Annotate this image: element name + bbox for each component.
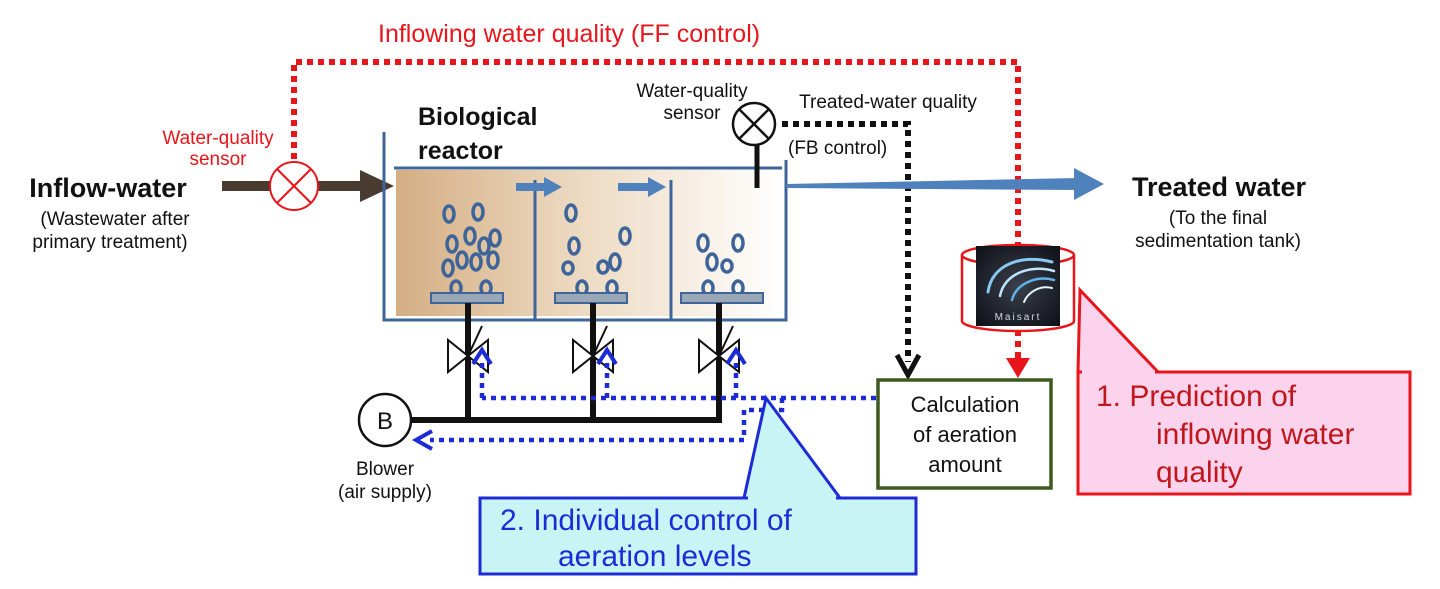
inflow-water-sub-2: primary treatment) — [32, 232, 187, 253]
maisart-database-icon: Maisart — [960, 243, 1076, 333]
blower-label-2: (air supply) — [338, 482, 432, 503]
blower-letter: B — [377, 408, 393, 435]
maisart-logo-text: Maisart — [995, 312, 1042, 323]
callout-prediction-line-2: inflowing water — [1156, 418, 1354, 451]
treated-quality-label-2: (FB control) — [788, 138, 887, 159]
callout-prediction-line-1: 1. Prediction of — [1096, 380, 1297, 413]
callout-individual-control-line-1: 2. Individual control of — [500, 504, 793, 537]
internal-flow-arrows — [516, 177, 666, 197]
ff-control-label: Inflowing water quality (FF control) — [378, 20, 760, 48]
treated-water-sub-2: sedimentation tank) — [1135, 231, 1301, 252]
callout-individual-control-line-2: aeration levels — [558, 540, 751, 573]
treated-water-sub-1: (To the final — [1169, 208, 1267, 229]
inflow-arrow-head — [360, 170, 394, 202]
left-water-quality-sensor-icon — [269, 161, 319, 211]
aeration-bubbles — [441, 202, 745, 297]
individual-control-lines — [430, 360, 876, 443]
right-water-quality-sensor-icon — [731, 101, 777, 147]
ff-arrow-head — [1006, 358, 1030, 378]
inflow-water-sub-1: (Wastewater after — [40, 209, 190, 230]
callout-individual-control — [478, 394, 918, 576]
blower-label-1: Blower — [356, 459, 415, 480]
ff-control-line — [291, 59, 1030, 378]
reactor-label-2: reactor — [418, 137, 503, 165]
individual-control-arrow-heads — [411, 346, 747, 451]
callout-prediction — [1076, 286, 1412, 496]
calculation-label-3: amount — [928, 452, 1001, 477]
callout-prediction-line-3: quality — [1156, 456, 1243, 489]
calculation-label-2: of aeration — [913, 422, 1017, 447]
inflow-water-title: Inflow-water — [29, 173, 187, 203]
fb-control-line — [782, 121, 922, 381]
right-sensor-label-1: Water-quality — [636, 81, 748, 102]
treated-water-title: Treated water — [1132, 172, 1307, 202]
right-sensor-label-2: sensor — [663, 103, 721, 124]
treated-quality-label-1: Treated-water quality — [799, 92, 977, 113]
reactor-label-1: Biological — [418, 103, 537, 131]
fb-arrow-head — [894, 353, 922, 381]
treated-water-outflow — [786, 168, 1104, 200]
left-sensor-label-2: sensor — [189, 149, 247, 170]
calculation-label-1: Calculation — [911, 392, 1020, 417]
blower-icon — [357, 392, 413, 448]
inflow-pipe — [222, 170, 394, 202]
air-supply-pipes — [410, 303, 722, 423]
left-sensor-label-1: Water-quality — [162, 128, 274, 149]
reactor-tank-walls — [382, 132, 788, 322]
calculation-box — [876, 378, 1053, 490]
diffusers — [430, 292, 764, 304]
